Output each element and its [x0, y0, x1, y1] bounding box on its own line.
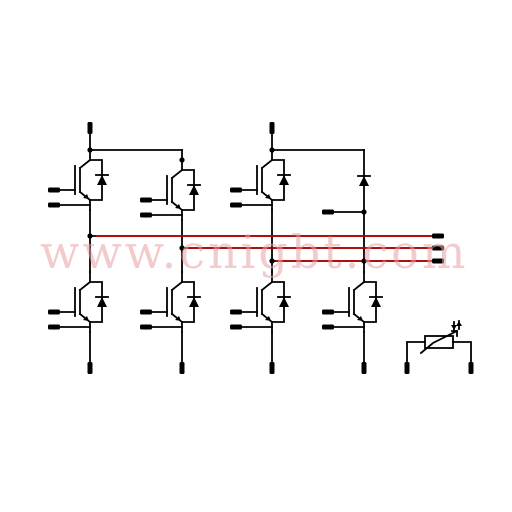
- freewheel-diode: [333, 149, 371, 215]
- lower-igbt-row: [59, 235, 383, 333]
- igbt-cell-u2: [151, 159, 201, 221]
- upper-igbt-row: [59, 149, 371, 221]
- igbt-cell-l3: [241, 271, 291, 333]
- igbt-cell-l1: [59, 271, 109, 333]
- igbt-cell-l4: [333, 271, 383, 333]
- igbt-cell-u3: [241, 149, 291, 211]
- igbt-cell-l2: [151, 271, 201, 333]
- igbt-cell-u1: [59, 149, 109, 211]
- lower-gate-pins: [48, 309, 334, 330]
- ntc-thermistor: [404, 320, 474, 374]
- dc-positive-terminals: [87, 122, 365, 163]
- dc-negative-terminals: [87, 331, 367, 374]
- output-rails: [87, 209, 444, 264]
